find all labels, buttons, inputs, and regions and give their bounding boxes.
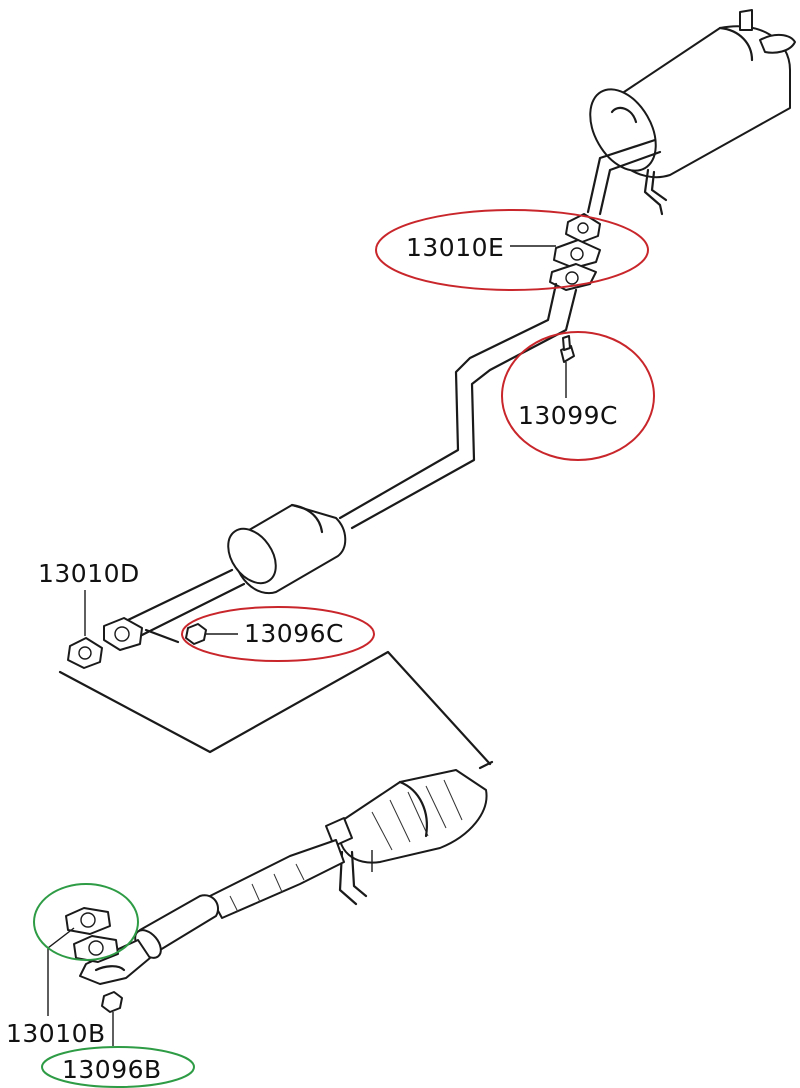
- bolt-13099C: [560, 335, 575, 398]
- nut-13096B: [101, 991, 123, 1046]
- label-13099C: 13099C: [518, 401, 618, 430]
- front-center-pipe: [103, 568, 246, 651]
- highlight-13010B: [33, 883, 139, 961]
- center-resonator: [227, 503, 347, 595]
- rear-muffler: [589, 9, 796, 216]
- gasket-13010D: [67, 590, 103, 669]
- highlight-13099C: [501, 331, 655, 461]
- highlight-13010E: [375, 209, 649, 291]
- label-13010E: 13010E: [406, 233, 504, 262]
- label-13010B: 13010B: [6, 1019, 106, 1048]
- center-pipe: [338, 282, 578, 530]
- label-13010D: 13010D: [38, 559, 140, 588]
- highlight-13096C: [181, 606, 375, 662]
- highlight-13096B: [41, 1046, 195, 1088]
- rear-pipe: [586, 138, 662, 216]
- front-exhaust-pipe: [79, 839, 345, 985]
- label-13096C: 13096C: [244, 619, 344, 648]
- label-13096B: 13096B: [62, 1055, 162, 1084]
- catalytic-converter: [325, 769, 488, 906]
- assembly-bracket-lines: [58, 650, 494, 770]
- nut-13096C: [185, 623, 238, 645]
- rear-flange-gasket-13010E: [549, 213, 601, 291]
